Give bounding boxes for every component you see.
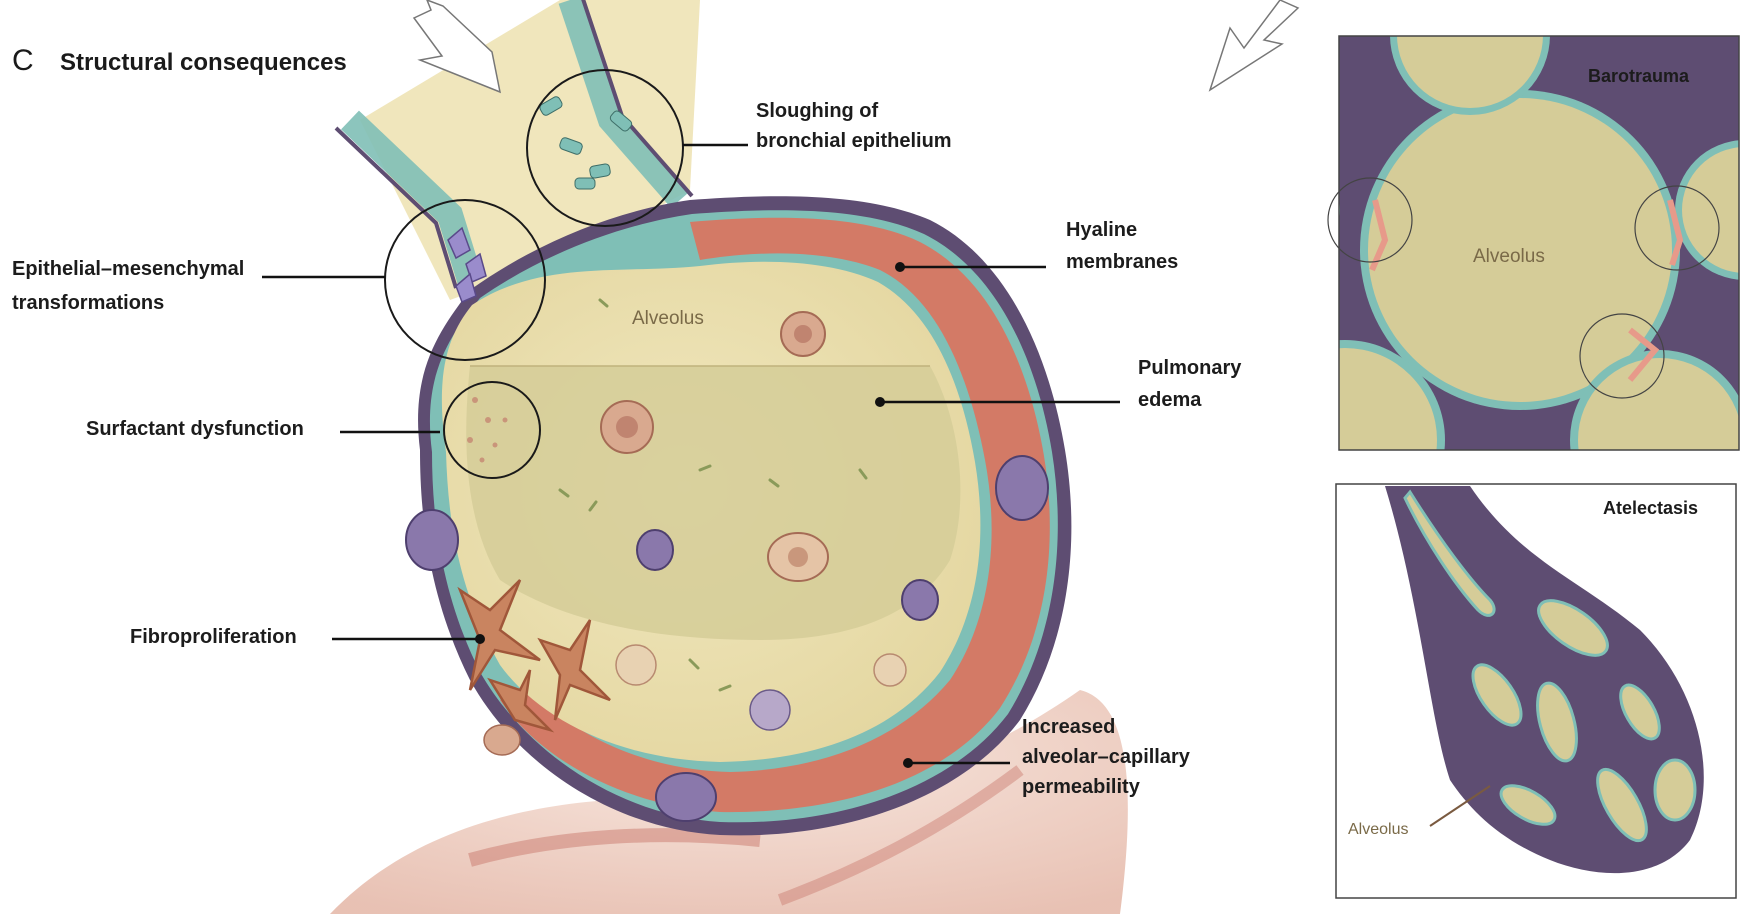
label-hyaline-line1: Hyaline	[1066, 219, 1137, 241]
label-alveolus-main: Alveolus	[632, 308, 704, 329]
callout-surfactant: Surfactant dysfunction	[86, 418, 440, 440]
panel-atelectasis: Atelectasis Alveolus	[1336, 484, 1736, 898]
label-hyaline-line2: membranes	[1066, 251, 1178, 273]
label-epithelial-line2: transformations	[12, 292, 164, 314]
label-fibroproliferation: Fibroproliferation	[130, 626, 297, 648]
label-permeability-line1: Increased	[1022, 716, 1115, 738]
barotrauma-alveolus-label: Alveolus	[1473, 246, 1545, 267]
label-surfactant: Surfactant dysfunction	[86, 418, 304, 440]
alveolus-illustration	[330, 0, 1128, 914]
callout-epithelial: Epithelial–mesenchymal transformations	[12, 258, 385, 314]
panel-letter: C	[12, 44, 34, 77]
label-permeability-line3: permeability	[1022, 776, 1141, 798]
label-pulmonary-line2: edema	[1138, 389, 1202, 411]
label-pulmonary-line1: Pulmonary	[1138, 357, 1242, 379]
label-epithelial-line1: Epithelial–mesenchymal	[12, 258, 244, 280]
callout-fibro: Fibroproliferation	[130, 626, 485, 648]
edema-fluid	[466, 366, 960, 640]
atelectasis-alveolus-label: Alveolus	[1348, 821, 1408, 838]
panel-barotrauma: Barotrauma Alveolus	[1245, 0, 1758, 540]
label-permeability-line2: alveolar–capillary	[1022, 746, 1191, 768]
label-sloughing-line2: bronchial epithelium	[756, 130, 952, 152]
callout-sloughing: Sloughing of bronchial epithelium	[683, 100, 952, 152]
flow-arrow-right	[1210, 0, 1298, 90]
heading-title: Structural consequences	[60, 49, 347, 76]
label-sloughing-line1: Sloughing of	[756, 100, 879, 122]
barotrauma-title: Barotrauma	[1588, 66, 1690, 86]
atelectasis-title: Atelectasis	[1603, 498, 1698, 518]
